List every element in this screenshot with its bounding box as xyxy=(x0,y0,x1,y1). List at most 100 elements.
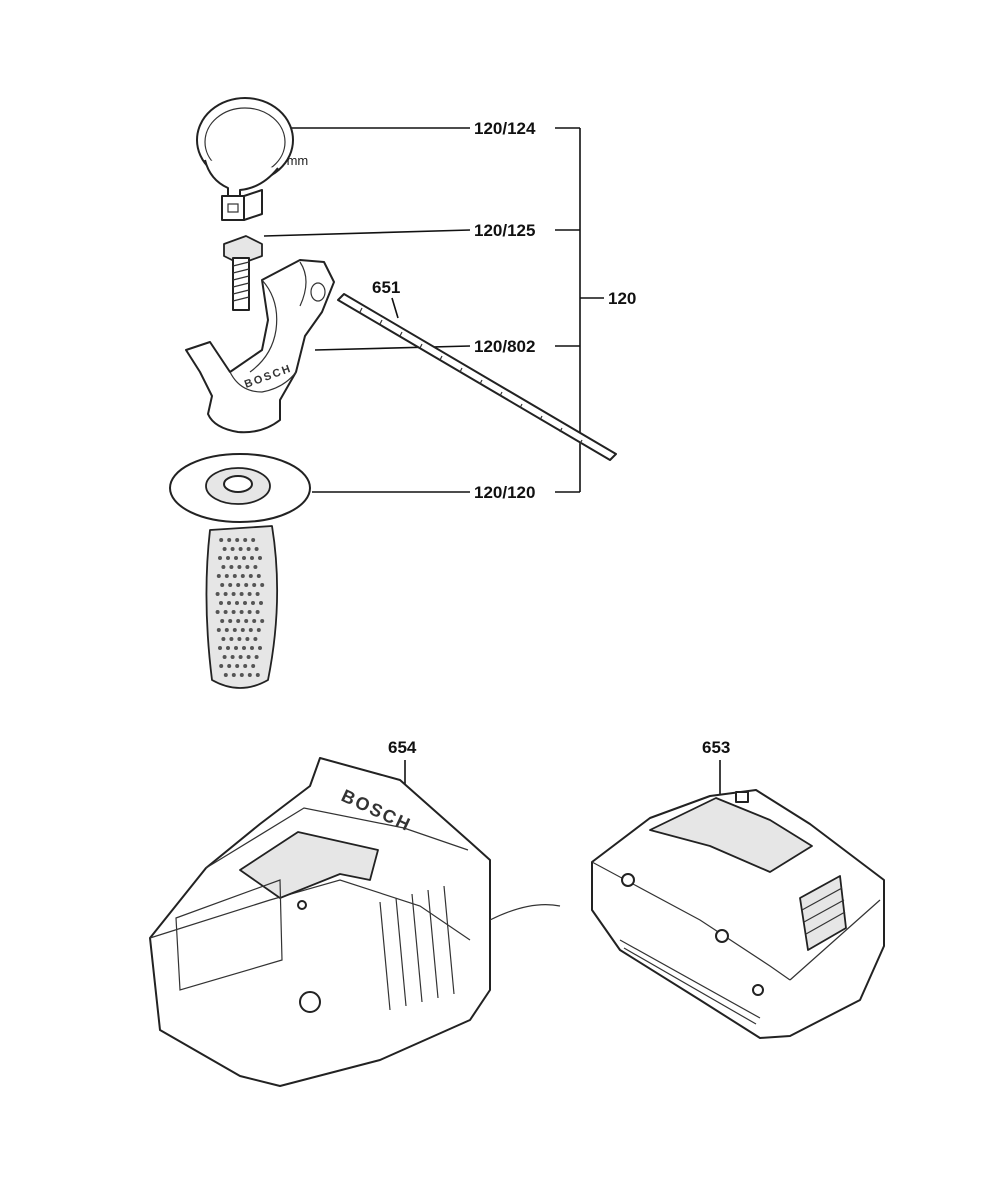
battery-pack-part xyxy=(591,789,885,1039)
label-rod: 651 xyxy=(372,278,400,297)
grip-texture-dot xyxy=(235,601,239,605)
grip-texture-dot xyxy=(243,601,247,605)
grip-texture-dot xyxy=(220,619,225,623)
grip-texture-dot xyxy=(251,601,255,605)
label-holder: 120/802 xyxy=(474,337,535,356)
grip-texture-dot xyxy=(251,664,256,668)
grip-texture-dot xyxy=(222,547,227,551)
grip-texture-dot xyxy=(248,628,253,632)
grip-texture-dot xyxy=(247,610,252,614)
grip-texture-dot xyxy=(216,628,221,632)
grip-texture-dot xyxy=(229,637,234,641)
grip-texture-dot xyxy=(235,538,240,542)
grip-texture-dot xyxy=(227,538,232,542)
battery-charger-part: BOSCH xyxy=(149,757,561,1087)
grip-texture-dot xyxy=(239,592,244,596)
grip-texture-dot xyxy=(218,646,222,650)
callout-labels: 120/124 Ø50mm 120/125 120 651 120/802 12… xyxy=(262,119,730,757)
grip-texture-dot xyxy=(219,601,223,605)
grip-texture-dot xyxy=(247,673,252,677)
label-screw: 120/125 xyxy=(474,221,535,240)
grip-texture-dot xyxy=(227,601,231,605)
grip-texture-dot xyxy=(229,565,234,569)
grip-texture-dot xyxy=(247,592,252,596)
grip-texture-dot xyxy=(215,592,220,596)
grip-texture-dot xyxy=(222,655,227,659)
grip-texture-dot xyxy=(242,646,246,650)
handle-holder-part: BOSCH xyxy=(185,259,335,434)
grip-texture-dot xyxy=(243,664,248,668)
grip-texture-dot xyxy=(224,574,229,578)
grip-texture-dot xyxy=(239,610,244,614)
clamp-band-part xyxy=(196,97,294,221)
grip-texture-dot xyxy=(239,673,244,677)
grip-texture-dot xyxy=(242,556,246,560)
grip-texture-dot xyxy=(246,547,251,551)
grip-texture-dot xyxy=(248,574,253,578)
grip-texture-dot xyxy=(228,619,233,623)
grip-texture-dot xyxy=(260,619,265,623)
grip-texture-dot xyxy=(236,583,241,587)
grip-texture-dot xyxy=(237,565,242,569)
grip-texture-dot xyxy=(223,592,228,596)
grip-texture-dot xyxy=(254,547,259,551)
grip-texture-dot xyxy=(218,556,222,560)
grip-texture-dot xyxy=(255,610,260,614)
grip-texture-dot xyxy=(245,637,250,641)
grip-texture-dot xyxy=(231,592,236,596)
grip-texture-dot xyxy=(260,583,265,587)
grip-texture-dot xyxy=(252,619,257,623)
grip-texture-dot xyxy=(255,592,260,596)
grip-texture-dot xyxy=(231,610,236,614)
grip-texture-dot xyxy=(252,583,257,587)
grip-texture-dot xyxy=(255,673,260,677)
grip-texture-dot xyxy=(251,538,256,542)
depth-rod-part xyxy=(337,293,617,461)
grip-texture-dot xyxy=(246,655,251,659)
grip-texture-dot xyxy=(250,646,254,650)
label-grip: 120/120 xyxy=(474,483,535,502)
grip-texture-dot xyxy=(224,628,229,632)
grip-texture-dot xyxy=(250,556,254,560)
grip-texture-dot xyxy=(244,619,249,623)
grip-texture-dot xyxy=(226,646,230,650)
grip-texture-dot xyxy=(234,556,238,560)
grip-texture-dot xyxy=(253,565,258,569)
grip-texture-dot xyxy=(219,538,224,542)
grip-texture-dot xyxy=(221,637,226,641)
grip-texture-dot xyxy=(259,601,263,605)
grip-texture-dot xyxy=(223,673,228,677)
grip-texture-dot xyxy=(226,556,230,560)
grip-texture-dot xyxy=(223,610,228,614)
grip-texture-dot xyxy=(231,673,236,677)
grip-texture-dot xyxy=(220,583,225,587)
grip-texture-dot xyxy=(230,547,235,551)
grip-texture-dot xyxy=(256,628,261,632)
grip-texture-dot xyxy=(240,628,245,632)
grip-texture-dot xyxy=(216,574,221,578)
grip-texture-dot xyxy=(227,664,232,668)
grip-texture-dot xyxy=(236,619,241,623)
grip-texture-dot xyxy=(235,664,240,668)
grip-texture-dot xyxy=(215,610,220,614)
grip-texture-dot xyxy=(240,574,245,578)
label-clamp: 120/124 xyxy=(474,119,536,138)
grip-texture-dot xyxy=(232,574,237,578)
grip-texture-dot xyxy=(232,628,237,632)
label-battery: 653 xyxy=(702,738,730,757)
leader-lines xyxy=(263,127,721,800)
grip-texture-dot xyxy=(237,637,242,641)
grip-texture-dot xyxy=(228,583,233,587)
grip-texture-dot xyxy=(258,556,262,560)
grip-texture-dot xyxy=(243,538,248,542)
grip-texture-dot xyxy=(254,655,259,659)
label-charger: 654 xyxy=(388,738,417,757)
grip-texture-dot xyxy=(238,547,243,551)
grip-texture-dot xyxy=(253,637,258,641)
label-handle-assembly: 120 xyxy=(608,289,636,308)
screw-part xyxy=(223,235,263,311)
grip-texture-dot xyxy=(238,655,243,659)
grip-texture-dot xyxy=(244,583,249,587)
grip-texture-dot xyxy=(258,646,262,650)
